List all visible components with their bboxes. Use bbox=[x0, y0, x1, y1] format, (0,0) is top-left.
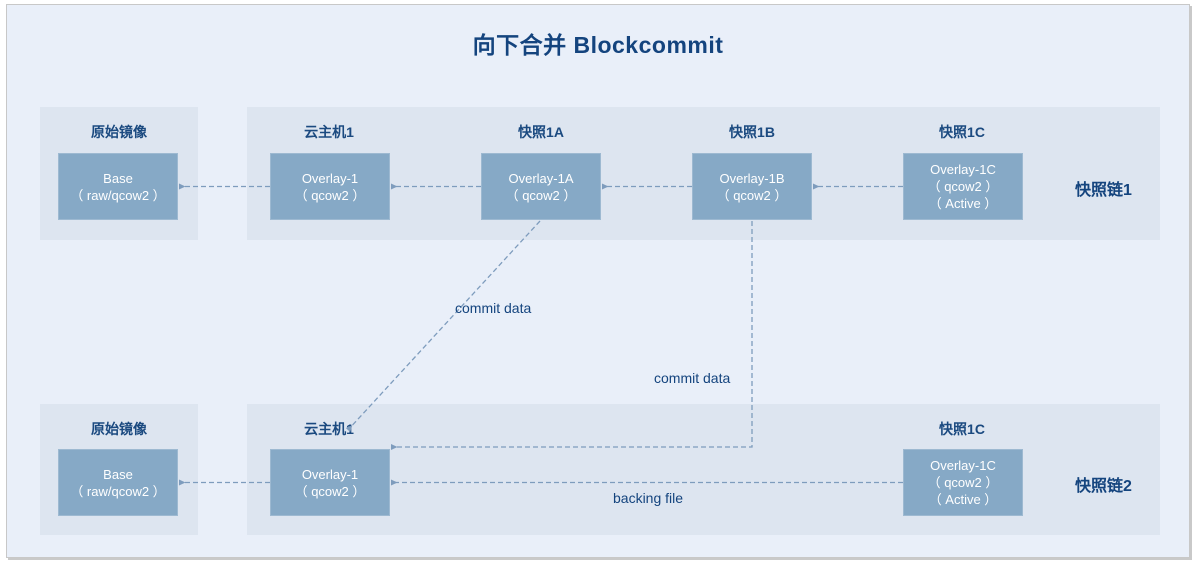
node-chain1-overlay1c[interactable]: Overlay-1C （ qcow2 ） （ Active ） bbox=[903, 153, 1023, 220]
node-chain2-overlay1c[interactable]: Overlay-1C （ qcow2 ） （ Active ） bbox=[903, 449, 1023, 516]
node-line: （ qcow2 ） bbox=[505, 187, 577, 203]
edge-label-commit-data-b: commit data bbox=[654, 370, 731, 386]
node-line: Overlay-1B bbox=[719, 170, 785, 186]
node-line: Overlay-1 bbox=[301, 466, 359, 482]
caption-chain2-snap1c: 快照1C bbox=[939, 421, 985, 437]
caption-chain1-vm: 云主机1 bbox=[304, 124, 354, 140]
edge-label-commit-data-a: commit data bbox=[455, 300, 532, 316]
node-line: （ qcow2 ） bbox=[294, 483, 366, 499]
caption-chain1-base: 原始镜像 bbox=[91, 124, 147, 140]
node-line: Overlay-1 bbox=[301, 170, 359, 186]
chain-label-1: 快照链1 bbox=[1075, 182, 1132, 199]
node-chain2-overlay1[interactable]: Overlay-1 （ qcow2 ） bbox=[270, 449, 390, 516]
node-line: （ raw/qcow2 ） bbox=[70, 483, 166, 499]
node-chain1-overlay1a[interactable]: Overlay-1A （ qcow2 ） bbox=[481, 153, 601, 220]
node-chain1-base[interactable]: Base （ raw/qcow2 ） bbox=[58, 153, 178, 220]
node-line: （ qcow2 ） bbox=[927, 475, 999, 490]
node-line: Overlay-1C bbox=[930, 458, 996, 473]
node-line: （ qcow2 ） bbox=[927, 179, 999, 194]
node-line: （ raw/qcow2 ） bbox=[70, 187, 166, 203]
node-line: （ qcow2 ） bbox=[294, 187, 366, 203]
node-line: Overlay-1C bbox=[930, 162, 996, 177]
node-line: Base bbox=[103, 170, 133, 186]
node-line: （ Active ） bbox=[928, 196, 998, 211]
chain-label-2: 快照链2 bbox=[1075, 478, 1132, 495]
caption-chain1-snap1a: 快照1A bbox=[518, 124, 564, 140]
node-chain2-base[interactable]: Base （ raw/qcow2 ） bbox=[58, 449, 178, 516]
caption-chain2-vm: 云主机1 bbox=[304, 421, 354, 437]
node-line: Base bbox=[103, 466, 133, 482]
edge-label-backing-file: backing file bbox=[613, 490, 684, 506]
node-line: （ qcow2 ） bbox=[716, 187, 788, 203]
node-line: （ Active ） bbox=[928, 492, 998, 507]
node-chain1-overlay1[interactable]: Overlay-1 （ qcow2 ） bbox=[270, 153, 390, 220]
node-chain1-overlay1b[interactable]: Overlay-1B （ qcow2 ） bbox=[692, 153, 812, 220]
page-title: 向下合并 Blockcommit bbox=[472, 32, 724, 58]
caption-chain2-base: 原始镜像 bbox=[91, 421, 147, 437]
caption-chain1-snap1b: 快照1B bbox=[729, 124, 775, 140]
caption-chain1-snap1c: 快照1C bbox=[939, 124, 985, 140]
node-line: Overlay-1A bbox=[508, 170, 574, 186]
